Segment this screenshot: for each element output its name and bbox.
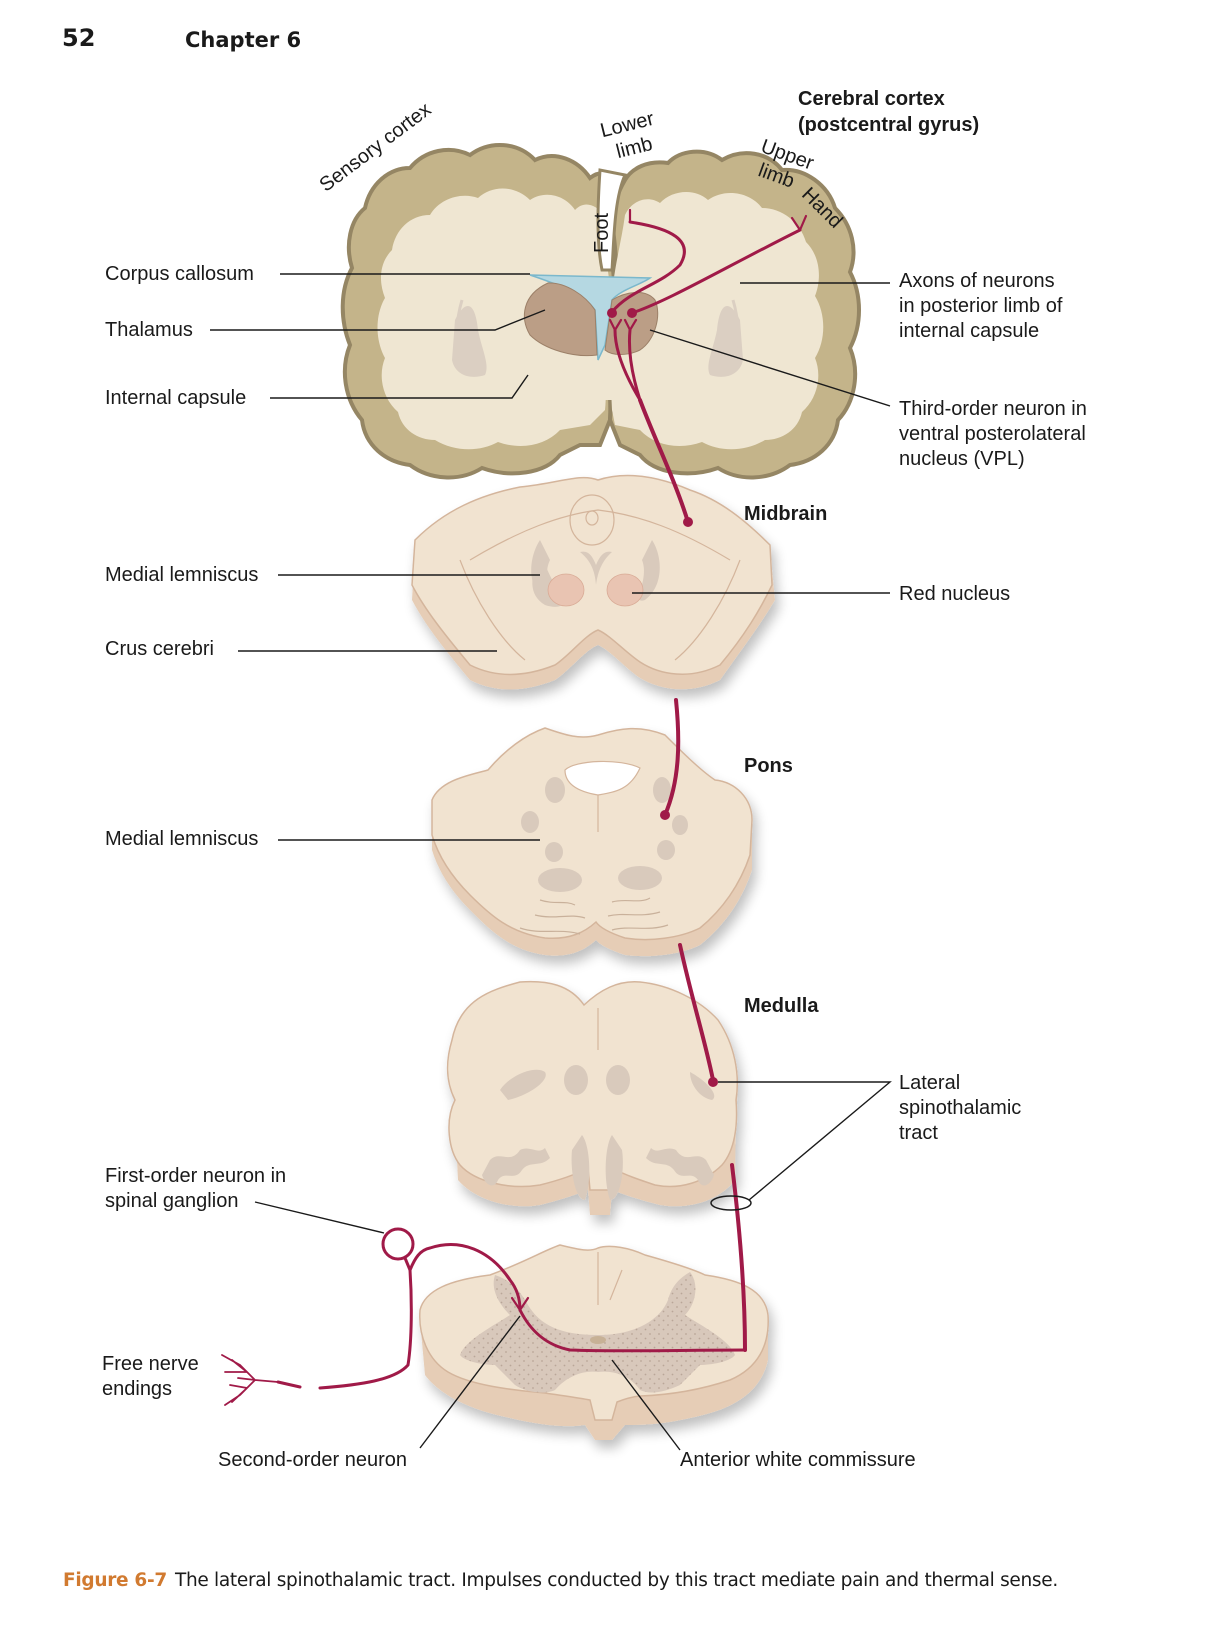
leader-lateral-st bbox=[718, 1081, 892, 1201]
inferior-olive-right bbox=[646, 1148, 714, 1186]
medulla-tract-dot bbox=[708, 1077, 718, 1087]
label-second-order: Second-order neuron bbox=[218, 1449, 408, 1471]
leader-anterior-commissure bbox=[611, 1359, 681, 1451]
label-medial-lemniscus-pons: Medial lemniscus bbox=[105, 828, 259, 850]
ascending-tract-midbrain bbox=[638, 398, 690, 524]
label-third-order-2: ventral posterolateral bbox=[899, 423, 1086, 445]
pons-medial-lemniscus-left bbox=[538, 868, 582, 892]
medulla-section bbox=[446, 980, 739, 1215]
pyramid-right bbox=[605, 1135, 623, 1200]
midbrain-medial-lemniscus-right bbox=[639, 540, 660, 601]
label-axons-1: Axons of neurons bbox=[899, 270, 1055, 292]
tract-cross-section-marker bbox=[710, 1195, 752, 1211]
free-nerve-endings-icon bbox=[221, 1354, 279, 1406]
ascending-tract-cord bbox=[730, 1163, 747, 1352]
leader-first-order bbox=[254, 1201, 385, 1234]
central-axon bbox=[408, 1243, 522, 1312]
label-thalamus: Thalamus bbox=[105, 319, 193, 341]
pons-tract-dot bbox=[660, 810, 670, 820]
cerebral-hemispheres bbox=[340, 142, 861, 480]
figure-caption: Figure 6-7 The lateral spinothalamic trac… bbox=[63, 1570, 1058, 1591]
fourth-ventricle bbox=[564, 760, 641, 796]
leader-internal-capsule bbox=[270, 374, 529, 399]
vpl-neuron-1 bbox=[607, 308, 617, 318]
medulla-face bbox=[446, 980, 739, 1191]
midbrain-tract-dot bbox=[683, 517, 693, 527]
leader-second-order bbox=[419, 1315, 521, 1449]
label-axons-3: internal capsule bbox=[899, 320, 1040, 342]
midbrain-section bbox=[411, 474, 775, 690]
label-free-nerve-2: endings bbox=[102, 1378, 173, 1400]
peripheral-axon bbox=[318, 1268, 413, 1390]
label-cerebral-cortex-2: (postcentral gyrus) bbox=[798, 114, 980, 136]
label-third-order-3: nucleus (VPL) bbox=[899, 448, 1025, 470]
label-first-order-2: spinal ganglion bbox=[105, 1190, 239, 1212]
pons-section bbox=[431, 727, 753, 957]
label-internal-capsule: Internal capsule bbox=[105, 387, 247, 409]
label-corpus-callosum: Corpus callosum bbox=[105, 263, 254, 285]
chapter-title: Chapter 6 bbox=[185, 28, 302, 52]
first-order-neuron-body bbox=[381, 1227, 415, 1261]
leader-thalamus bbox=[210, 309, 546, 331]
longitudinal-fissure bbox=[596, 168, 628, 272]
label-red-nucleus: Red nucleus bbox=[899, 583, 1011, 605]
figure-number: Figure 6-7 bbox=[63, 1570, 167, 1591]
crossing-fibers bbox=[518, 1308, 747, 1353]
pyramid-left bbox=[571, 1135, 590, 1200]
pons-face bbox=[431, 727, 753, 941]
label-first-order-1: First-order neuron in bbox=[105, 1165, 287, 1187]
pons-medial-lemniscus-right bbox=[618, 866, 662, 890]
figure-caption-text: The lateral spinothalamic tract. Impulse… bbox=[174, 1570, 1058, 1591]
left-thalamus bbox=[523, 282, 598, 357]
label-crus-cerebri: Crus cerebri bbox=[105, 638, 214, 660]
red-nucleus-right bbox=[606, 573, 644, 607]
label-third-order-1: Third-order neuron in bbox=[899, 398, 1087, 420]
leader-third-order bbox=[649, 329, 891, 407]
red-nucleus-left bbox=[547, 573, 585, 607]
axon-to-hand bbox=[630, 228, 802, 315]
label-axons-2: in posterior limb of bbox=[899, 295, 1063, 317]
label-medial-lemniscus-midbrain: Medial lemniscus bbox=[105, 564, 259, 586]
spinal-cord-section bbox=[419, 1244, 769, 1440]
right-lentiform-nucleus bbox=[708, 306, 743, 377]
leader-lines bbox=[210, 273, 892, 1451]
label-free-nerve-1: Free nerve bbox=[102, 1353, 199, 1375]
label-midbrain: Midbrain bbox=[744, 503, 828, 525]
left-lentiform-nucleus bbox=[452, 306, 487, 377]
spinal-gray-matter bbox=[460, 1272, 735, 1393]
page-number: 52 bbox=[62, 24, 96, 52]
label-cerebral-cortex-1: Cerebral cortex bbox=[798, 88, 945, 110]
inferior-olive-left bbox=[482, 1148, 550, 1186]
label-pons: Pons bbox=[744, 755, 793, 777]
ascending-tract-pons bbox=[663, 698, 681, 817]
vpl-neuron-2 bbox=[627, 308, 637, 318]
label-lateral-st-2: spinothalamic bbox=[899, 1097, 1022, 1119]
label-medulla: Medulla bbox=[744, 995, 819, 1017]
label-anterior-commissure: Anterior white commissure bbox=[680, 1449, 916, 1471]
label-lateral-st-3: tract bbox=[899, 1122, 938, 1144]
label-foot: Foot bbox=[591, 212, 614, 254]
axon-to-lower-limb bbox=[610, 220, 686, 314]
label-lateral-st-1: Lateral bbox=[899, 1072, 961, 1094]
spinothalamic-tract-pathway bbox=[221, 208, 808, 1406]
ascending-tract-medulla bbox=[678, 943, 715, 1082]
midbrain-face bbox=[411, 474, 773, 676]
